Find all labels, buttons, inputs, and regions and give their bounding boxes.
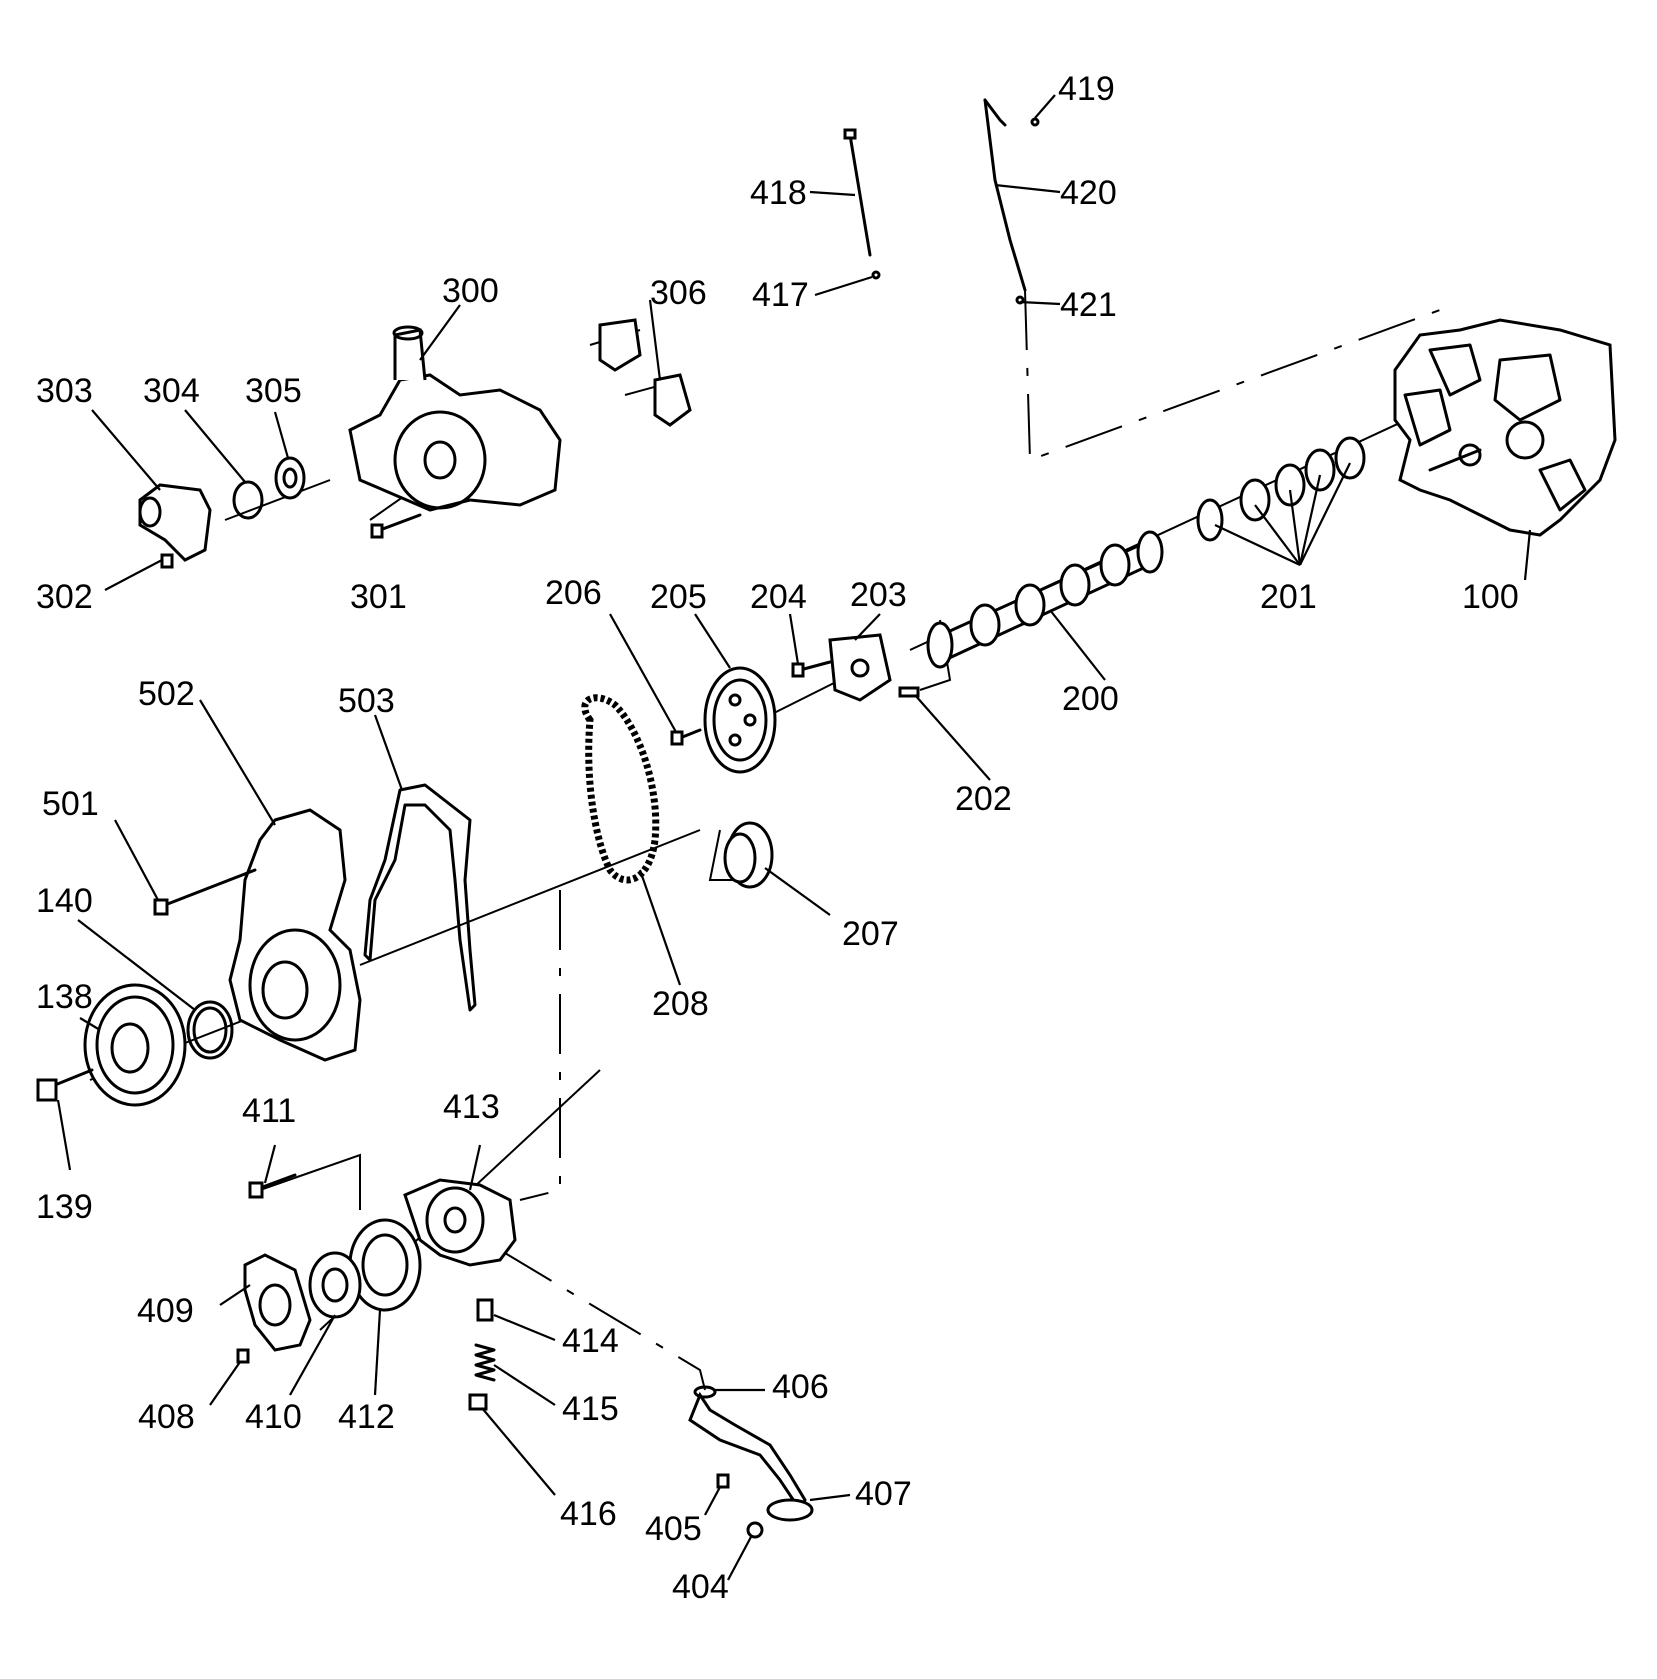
label-411: 411 (242, 1092, 296, 1130)
front-cover-bolt (153, 868, 257, 916)
screen-nut (746, 1521, 764, 1539)
label-205: 205 (650, 578, 707, 616)
oil-pump-cover-bolt (236, 1348, 250, 1364)
label-201: 201 (1260, 578, 1317, 616)
thermostat-seal (232, 480, 264, 520)
front-cover (228, 808, 362, 1062)
label-420: 420 (1060, 174, 1117, 212)
label-200: 200 (1062, 680, 1119, 718)
timing-chain (581, 694, 660, 884)
oil-pump (403, 1178, 517, 1267)
label-410: 410 (245, 1398, 302, 1436)
label-413: 413 (443, 1088, 500, 1126)
engine-block (1393, 318, 1617, 537)
camshaft-retainer-plate (828, 633, 892, 702)
part-labels: 419 418 420 417 421 300 306 303 304 305 … (36, 70, 1519, 1606)
label-414: 414 (562, 1322, 619, 1360)
label-418: 418 (750, 174, 807, 212)
label-412: 412 (338, 1398, 395, 1436)
label-139: 139 (36, 1188, 93, 1226)
label-140: 140 (36, 882, 93, 920)
label-501: 501 (42, 785, 99, 823)
label-304: 304 (143, 372, 200, 410)
camshaft-sprocket (703, 666, 777, 774)
label-419: 419 (1058, 70, 1115, 108)
leader-lines (56, 94, 1532, 1581)
oil-pump-outer-gear (348, 1218, 422, 1312)
label-204: 204 (750, 578, 807, 616)
camshaft-bearings (1196, 436, 1366, 542)
label-138: 138 (36, 978, 93, 1016)
label-415: 415 (562, 1390, 619, 1428)
label-301: 301 (350, 578, 407, 616)
label-417: 417 (752, 276, 809, 314)
label-207: 207 (842, 915, 899, 953)
label-405: 405 (645, 1510, 702, 1548)
label-416: 416 (560, 1495, 617, 1533)
camshaft-pin (898, 686, 920, 698)
label-300: 300 (442, 272, 499, 310)
label-202: 202 (955, 780, 1012, 818)
label-407: 407 (855, 1475, 912, 1513)
label-302: 302 (36, 578, 93, 616)
oil-pump-screen (688, 1391, 814, 1522)
label-208: 208 (652, 985, 709, 1023)
front-crankshaft-seal (186, 1000, 234, 1060)
relief-valve-spring (474, 1343, 496, 1382)
label-206: 206 (545, 574, 602, 612)
label-502: 502 (138, 675, 195, 713)
label-503: 503 (338, 682, 395, 720)
sprocket-bolt (670, 728, 702, 746)
label-406: 406 (772, 1368, 829, 1406)
oil-level-indicator (843, 128, 881, 280)
oil-level-tube (983, 98, 1040, 305)
oil-pump-bolt (248, 1173, 297, 1199)
camshaft (926, 530, 1164, 669)
water-pump-bolt (370, 513, 422, 539)
screen-o-ring (693, 1385, 717, 1399)
label-303: 303 (36, 372, 93, 410)
label-305: 305 (245, 372, 302, 410)
crankshaft-balancer (83, 983, 187, 1107)
label-100: 100 (1462, 578, 1519, 616)
front-cover-gasket (363, 783, 477, 1012)
oil-pump-inner-gear (308, 1251, 362, 1319)
screen-bolt (716, 1473, 730, 1489)
housing-bolt (160, 553, 174, 569)
pressure-relief-valve (476, 1298, 494, 1322)
label-404: 404 (672, 1568, 729, 1606)
balancer-bolt (36, 1068, 94, 1102)
label-306: 306 (650, 274, 707, 312)
label-421: 421 (1060, 286, 1117, 324)
oil-pump-cover (243, 1253, 312, 1352)
label-203: 203 (850, 576, 907, 614)
label-409: 409 (137, 1292, 194, 1330)
water-pump (348, 325, 562, 512)
relief-valve-plug (468, 1393, 488, 1411)
thermostat-housing (138, 483, 212, 562)
thermostat (274, 456, 306, 500)
crankshaft-sprocket (723, 821, 774, 889)
label-408: 408 (138, 1398, 195, 1436)
retainer-bolt (791, 660, 832, 678)
water-pump-gaskets (598, 318, 692, 427)
